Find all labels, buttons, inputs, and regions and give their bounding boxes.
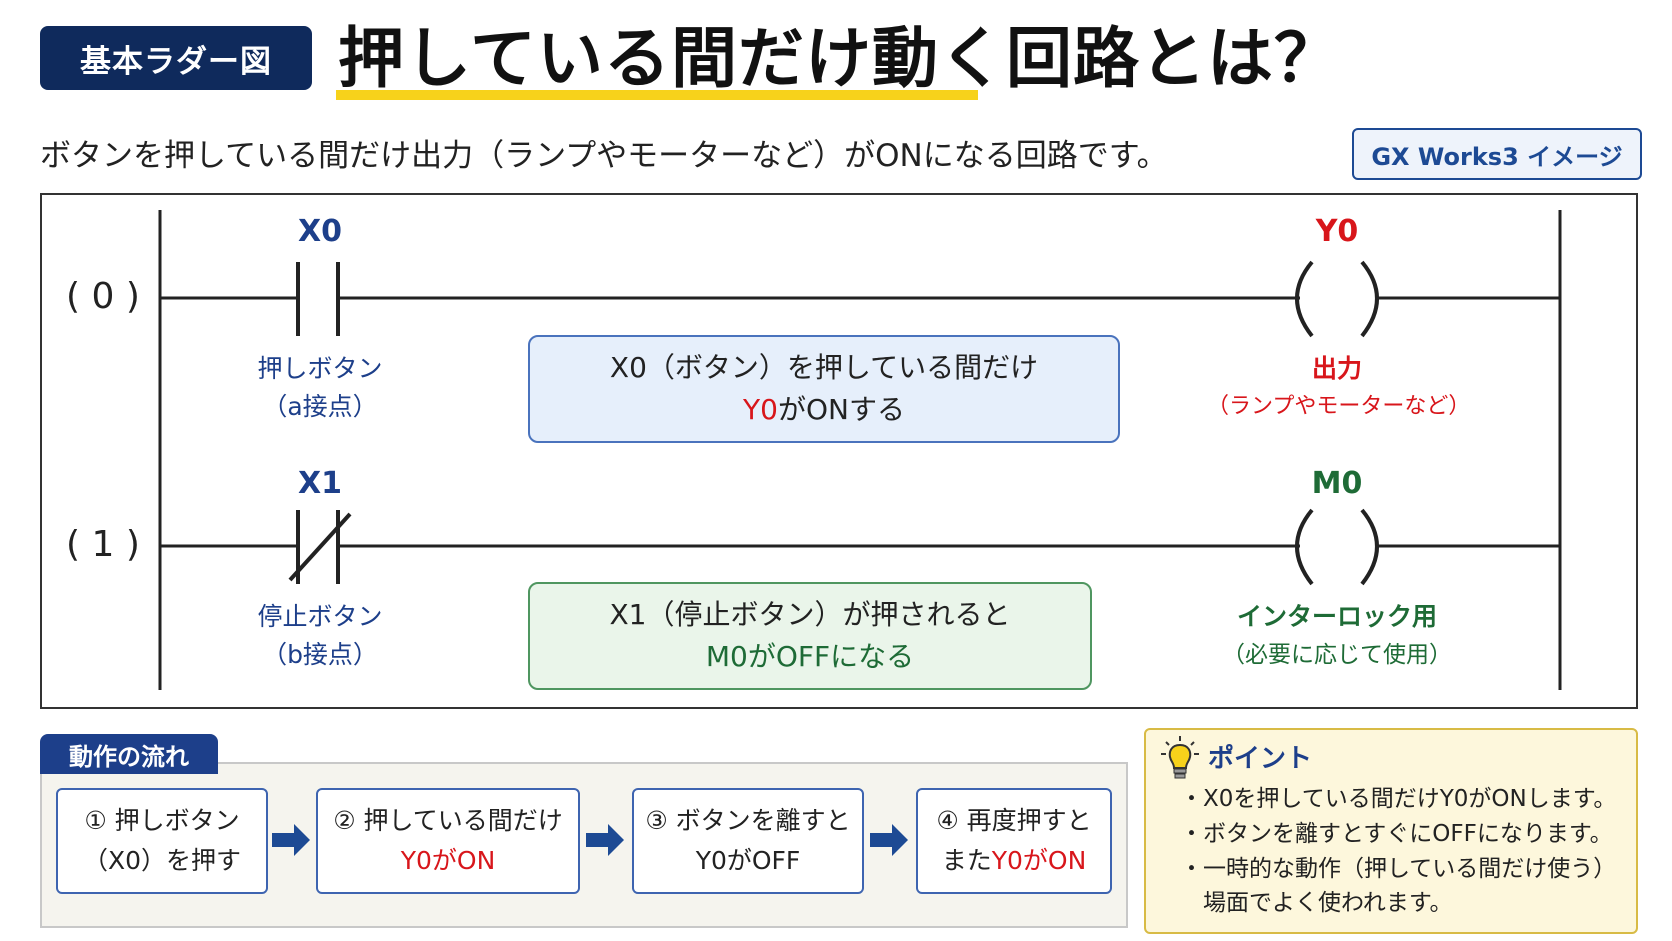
flow-step-1: ① 押しボタン （X0）を押す (56, 788, 268, 894)
point-item-2: ・ボタンを離すとすぐにOFFになります。 (1180, 821, 1613, 847)
lightbulb-icon (1161, 736, 1199, 779)
rung-1-note-rest: がOFFになる (747, 640, 915, 673)
flow-step-3: ③ ボタンを離すと Y0がOFF (632, 788, 864, 894)
section-tag: 基本ラダー図 (40, 26, 312, 90)
coil-sub-y0: （ランプやモーターなど） (1207, 394, 1471, 419)
point-item-1: ・X0を押している間だけY0がONします。 (1180, 786, 1617, 812)
rung-1 (160, 508, 1560, 586)
flow-arrow-1-icon (272, 824, 310, 856)
coil-m0-right-arc (1360, 508, 1379, 586)
contact-label-x0: 押しボタン (257, 354, 383, 383)
coil-y0-right-arc (1360, 260, 1379, 338)
point-panel (1144, 728, 1638, 934)
coil-label-m0: インターロック用 (1236, 602, 1437, 631)
flow-step-1-line2: （X0）を押す (82, 846, 242, 875)
point-item-3: ・一時的な動作（押している間だけ使う） (1180, 856, 1617, 882)
page-subtitle: ボタンを押している間だけ出力（ランプやモーターなど）がONになる回路です。 (40, 138, 1168, 174)
rung-0-note-highlight: Y0 (743, 393, 778, 426)
flow-step-4-line1: ④ 再度押すと (936, 806, 1092, 835)
software-badge: GX Works3 イメージ (1352, 128, 1642, 180)
coil-m0-left-arc (1295, 508, 1314, 586)
flow-step-4: ④ 再度押すと またY0がON (916, 788, 1112, 894)
coil-device-m0: M0 (1311, 466, 1363, 501)
contact-label-x1: 停止ボタン (257, 602, 383, 631)
contact-device-x1: X1 (298, 466, 343, 501)
point-title: ポイント (1208, 744, 1313, 774)
flow-step-2: ② 押している間だけ Y0がON (316, 788, 580, 894)
rung-1-note-line1: X1（停止ボタン）が押されると (609, 598, 1011, 631)
rung-1-note: X1（停止ボタン）が押されると M0がOFFになる (528, 582, 1092, 690)
contact-device-x0: X0 (298, 214, 343, 249)
rung-1-note-highlight: M0 (705, 640, 748, 673)
rung-0 (160, 260, 1560, 338)
flow-arrow-3-icon (870, 824, 908, 856)
flow-step-2-line1: ② 押している間だけ (333, 806, 563, 835)
rung-0-note-line2: Y0がONする (743, 389, 905, 431)
rung-0-note-line1: X0（ボタン）を押している間だけ (609, 351, 1039, 384)
rung-0-note-rest: がONする (777, 393, 905, 426)
rung-0-note: X0（ボタン）を押している間だけ Y0がONする (528, 335, 1120, 443)
flow-step-4-line2: またY0がON (942, 841, 1087, 881)
flow-step-3-line1: ③ ボタンを離すと (645, 806, 851, 835)
contact-type-x0: （a接点） (262, 392, 378, 421)
flow-title: 動作の流れ (40, 734, 218, 774)
coil-sub-m0: （必要に応じて使用） (1222, 642, 1452, 668)
flow-step-3-line2: Y0がOFF (695, 846, 801, 875)
flow-step-4-highlight: Y0がON (991, 846, 1087, 875)
ladder-frame (40, 193, 1638, 709)
flow-arrow-2-icon (586, 824, 624, 856)
point-item-4: 場面でよく使われます。 (1180, 890, 1453, 916)
page-title: 押している間だけ動く回路とは？ (338, 20, 1342, 97)
flow-step-4-prefix: また (941, 846, 992, 875)
rung-1-note-line2: M0がOFFになる (706, 636, 914, 678)
flow-step-2-line2: Y0がON (400, 846, 496, 875)
flow-step-1-line1: ① 押しボタン (84, 806, 240, 835)
contact-x1-slash (288, 512, 352, 582)
title-underline (336, 90, 978, 100)
coil-device-y0: Y0 (1315, 214, 1359, 249)
rung-number-1: ( 1 ) (66, 524, 140, 565)
rung-number-0: ( 0 ) (66, 276, 140, 317)
contact-type-x1: （b接点） (262, 640, 378, 669)
coil-y0-left-arc (1295, 260, 1314, 338)
coil-label-y0: 出力 (1311, 354, 1362, 383)
